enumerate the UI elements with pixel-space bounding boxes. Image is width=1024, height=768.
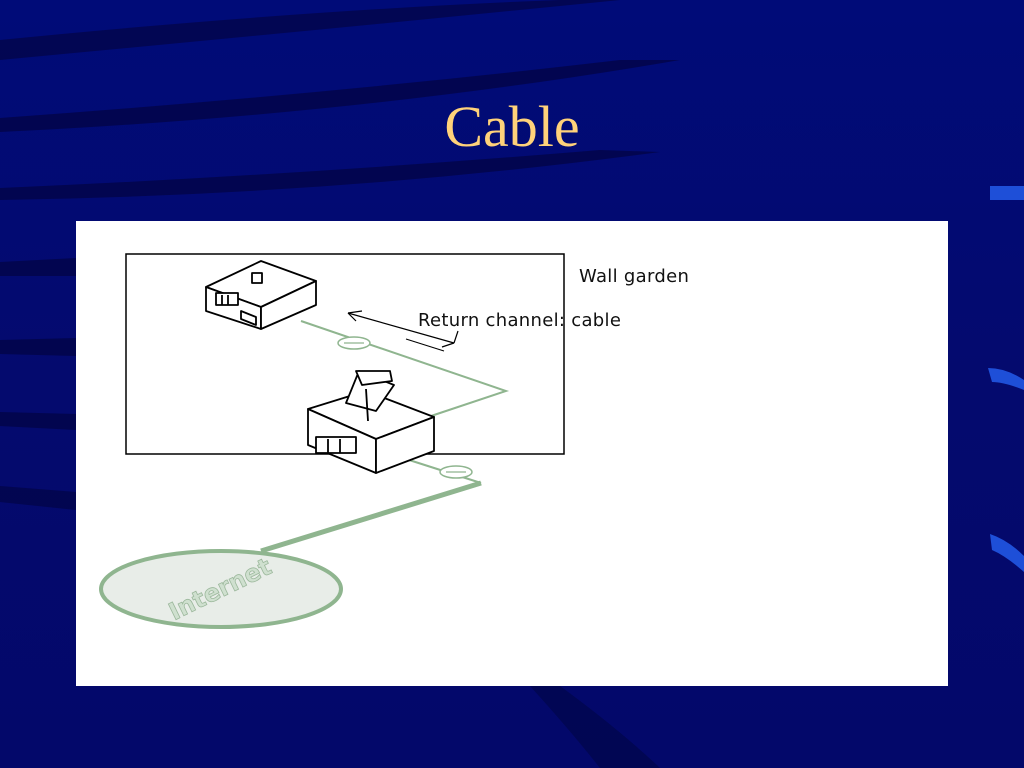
slide-title: Cable xyxy=(444,94,580,159)
wall-garden-label: Wall garden xyxy=(579,266,690,287)
return-arrow-icon xyxy=(347,310,459,352)
bg-stripe-8 xyxy=(530,686,660,768)
house-icon xyxy=(205,260,317,330)
accent-stripe-1 xyxy=(990,186,1024,200)
internet-cloud-icon: Internet xyxy=(99,549,343,629)
bg-stripe-7 xyxy=(0,486,76,510)
bg-stripe-2 xyxy=(0,60,680,132)
bg-stripe-4 xyxy=(0,258,76,276)
return-channel-label: Return channel: cable xyxy=(418,310,622,331)
diagram-figure: Internet xyxy=(76,221,948,686)
accent-stripe-3 xyxy=(990,534,1024,572)
network-diagram: Internet xyxy=(99,253,565,629)
bg-stripe-3 xyxy=(0,150,660,200)
accent-stripe-2 xyxy=(988,368,1024,390)
satellite-dish-icon xyxy=(345,370,395,422)
headend-building-icon xyxy=(307,390,435,474)
bg-stripe-1 xyxy=(0,0,620,60)
bg-stripe-6 xyxy=(0,412,76,430)
bg-stripe-5 xyxy=(0,338,76,356)
